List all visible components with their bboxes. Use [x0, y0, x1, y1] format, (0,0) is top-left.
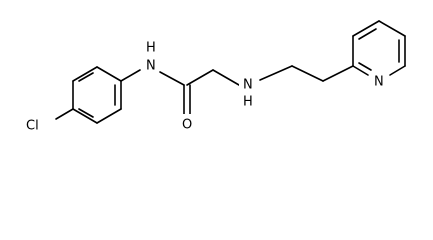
carbonyl-oxygen-label: O [182, 118, 192, 133]
label-background [22, 115, 52, 135]
bond-to-chlorine [55, 108, 74, 120]
amide-nitrogen-label: N [146, 59, 156, 74]
chlorophenyl-ring [72, 66, 122, 124]
bond [96, 66, 122, 82]
bond [120, 69, 141, 82]
pyridine-ring [352, 20, 406, 76]
bond [72, 108, 98, 124]
double-bond-inner [78, 108, 94, 118]
bond [291, 65, 324, 82]
bond [259, 65, 293, 81]
bond [352, 65, 369, 76]
bond [96, 108, 122, 124]
bond [322, 65, 354, 82]
bond [159, 71, 185, 86]
pyridine-nitrogen-label: N [374, 75, 384, 90]
double-bond-inner [78, 72, 94, 82]
double-bond-inner [358, 62, 372, 71]
chlorine-atom-label: Cl [26, 119, 39, 134]
chemical-structure: Cl H N O N H N [22, 20, 406, 135]
bond [352, 20, 380, 37]
bond [72, 66, 98, 82]
amide-hydrogen-label: H [146, 41, 156, 56]
bond [389, 65, 406, 76]
label-background [239, 76, 261, 110]
bond [186, 69, 214, 86]
bond [378, 20, 406, 37]
amine-nitrogen-label: N [243, 78, 253, 93]
label-background [177, 114, 197, 134]
double-bond-inner [358, 28, 377, 40]
label-background [142, 43, 164, 75]
amine-hydrogen-label: H [243, 95, 253, 110]
bond [212, 69, 240, 86]
